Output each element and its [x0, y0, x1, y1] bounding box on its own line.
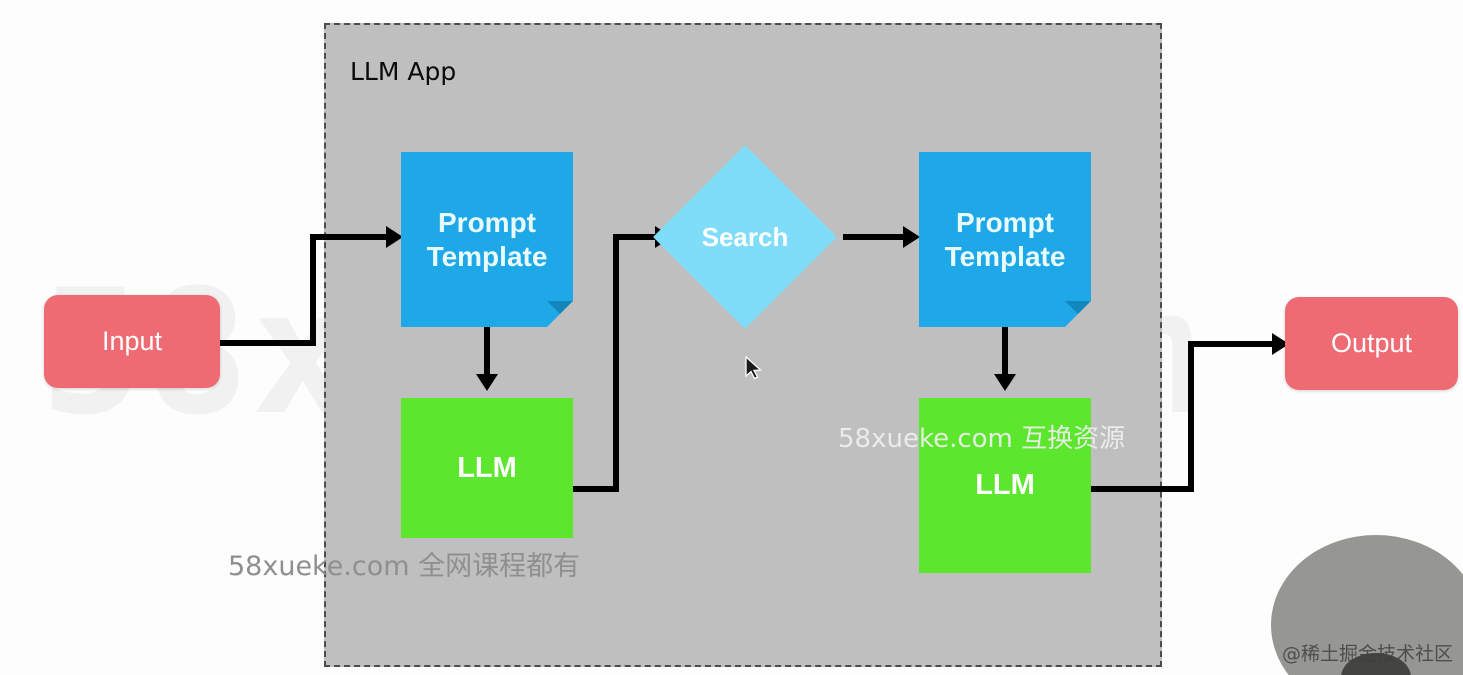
arrow-head-prompt-to-llm-right — [994, 374, 1016, 391]
connector-prompt-to-llm-left-v — [484, 327, 490, 379]
node-llm-left[interactable]: LLM — [401, 398, 573, 538]
connector-llm-to-output-h2 — [1188, 341, 1274, 347]
connector-llm-to-search-h1 — [573, 486, 619, 492]
connector-search-to-prompt-h — [843, 234, 905, 240]
connector-llm-to-output-v — [1188, 341, 1194, 492]
mouse-cursor-icon — [745, 356, 762, 380]
node-output-label: Output — [1330, 327, 1413, 358]
connector-input-to-prompt-h1 — [220, 340, 316, 346]
node-prompt-template-right-line2: Template — [944, 240, 1066, 272]
connector-llm-to-search-v — [613, 234, 619, 492]
node-prompt-template-right-line1: Prompt — [956, 207, 1054, 239]
page-fold-icon — [547, 301, 573, 327]
node-output[interactable]: Output — [1285, 297, 1458, 390]
arrow-head-input-to-prompt — [386, 226, 403, 248]
node-input-label: Input — [101, 325, 163, 356]
corner-blob-small-decoration — [1341, 653, 1411, 675]
arrow-head-search-to-prompt — [903, 226, 920, 248]
node-prompt-template-left[interactable]: Prompt Template — [401, 152, 573, 327]
panel-title: LLM App — [350, 57, 457, 86]
node-search-label: Search — [701, 221, 789, 252]
arrow-head-llm-to-output — [1272, 333, 1289, 355]
node-prompt-template-left-line1: Prompt — [438, 207, 536, 239]
node-prompt-template-left-line2: Template — [426, 240, 548, 272]
node-llm-left-label: LLM — [457, 451, 517, 484]
connector-llm-to-output-h1 — [1091, 486, 1194, 492]
watermark-bottom-left: 58xueke.com 全网课程都有 — [228, 551, 581, 582]
connector-llm-to-search-h2 — [613, 234, 657, 240]
connector-prompt-to-llm-right-v — [1002, 327, 1008, 379]
connector-input-to-prompt-v — [310, 234, 316, 346]
node-llm-right-label: LLM — [975, 469, 1035, 502]
node-llm-right[interactable]: LLM — [919, 398, 1091, 573]
arrow-head-prompt-to-llm-left — [476, 374, 498, 391]
node-search[interactable]: Search — [653, 145, 837, 329]
node-prompt-template-right[interactable]: Prompt Template — [919, 152, 1091, 327]
page-fold-icon — [1065, 301, 1091, 327]
corner-credit-text: @稀土掘金技术社区 — [1281, 643, 1453, 665]
watermark-middle-right: 58xueke.com 互换资源 — [838, 424, 1126, 454]
node-input[interactable]: Input — [44, 295, 220, 388]
connector-input-to-prompt-h2 — [310, 234, 388, 240]
